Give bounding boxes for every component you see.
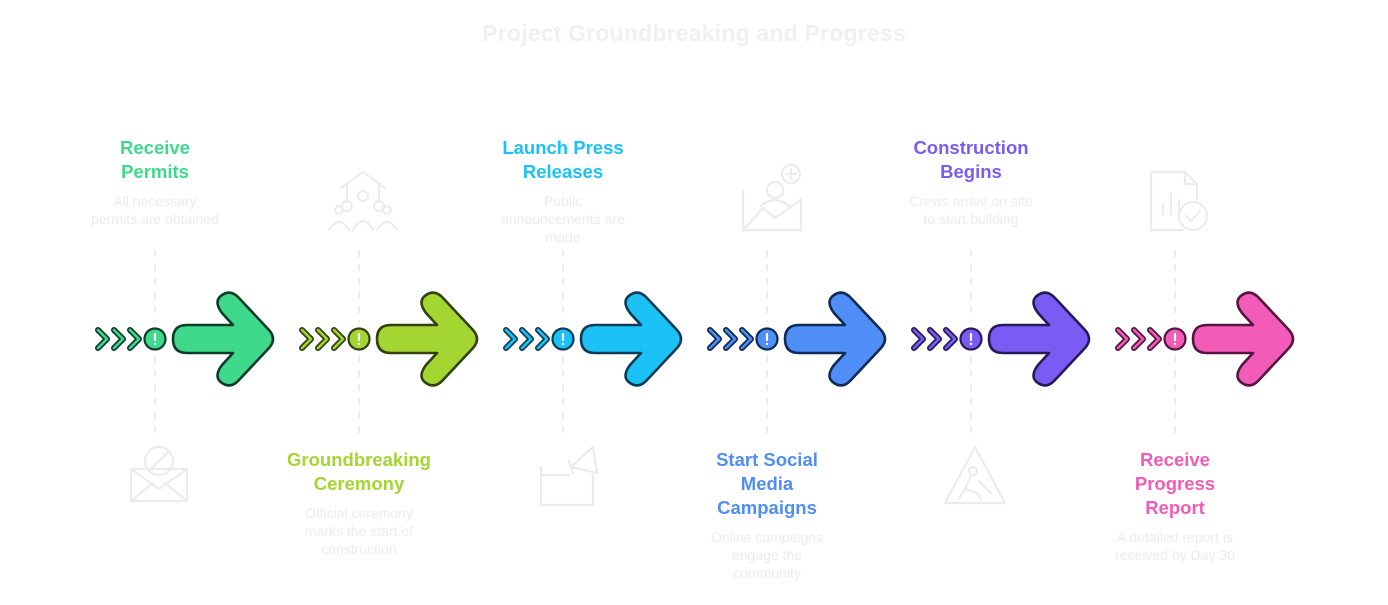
step-description-line: Official ceremony xyxy=(305,505,413,521)
step-description-line: construction xyxy=(321,541,397,557)
step-arrow xyxy=(987,291,1091,387)
chevron-inner xyxy=(944,328,957,350)
node-dot xyxy=(561,342,565,346)
step-5 xyxy=(911,250,1091,505)
step-description-line: All necessary xyxy=(113,193,197,209)
step-2 xyxy=(299,170,479,436)
chevron-inner xyxy=(128,328,141,350)
step-title-line: Groundbreaking xyxy=(287,449,431,470)
step-title-line: Releases xyxy=(522,161,604,182)
step-title-line: Launch Press xyxy=(502,137,624,158)
step-description-line: permits are obtained xyxy=(91,211,219,227)
chevrons xyxy=(95,327,142,351)
step-description: Official ceremony marks the start of const… xyxy=(279,504,439,558)
step-arrow xyxy=(171,291,275,387)
step-arrow xyxy=(1191,291,1295,387)
step-description-line: received by Day 30 xyxy=(1115,547,1235,563)
step-3 xyxy=(503,250,683,507)
chevron-inner xyxy=(708,328,721,350)
step-description: Online campaigns engage the community xyxy=(687,528,847,582)
chevron-inner xyxy=(316,328,329,350)
chevrons xyxy=(503,327,550,351)
chevron-inner xyxy=(724,328,737,350)
chevrons xyxy=(299,327,346,351)
chevron-inner xyxy=(1132,328,1145,350)
chevron-inner xyxy=(504,328,517,350)
step-description-line: announcements are xyxy=(501,211,625,227)
step-arrow xyxy=(375,291,479,387)
node-dot xyxy=(969,342,973,346)
step-title-line: Report xyxy=(1145,497,1205,518)
chevron-inner xyxy=(96,328,109,350)
chevron-inner xyxy=(536,328,549,350)
chevron-inner xyxy=(112,328,125,350)
node-dot xyxy=(1173,342,1177,346)
step-description-line: to start building xyxy=(923,211,1019,227)
step-description-line: A detailed report is xyxy=(1117,529,1233,545)
step-description-line: engage the xyxy=(731,547,803,563)
chevron-inner xyxy=(912,328,925,350)
step-description-line: community xyxy=(733,565,801,581)
step-title-line: Progress xyxy=(1134,473,1216,494)
megaphone-icon xyxy=(539,445,599,507)
chevron-inner xyxy=(520,328,533,350)
chevron-inner xyxy=(1148,328,1161,350)
node-dot xyxy=(153,342,157,346)
step-arrow xyxy=(783,291,887,387)
chevron-inner xyxy=(740,328,753,350)
step-6 xyxy=(1115,170,1295,436)
step-1 xyxy=(95,250,275,503)
construction-sign-icon xyxy=(943,445,1007,505)
envelope-blocked-icon xyxy=(129,445,189,503)
step-description: A detailed report is received by Day 30 xyxy=(1095,528,1255,564)
node-dot xyxy=(357,342,361,346)
step-title-line: Construction xyxy=(913,137,1029,158)
chevrons xyxy=(911,327,958,351)
step-title-line: Receive xyxy=(120,137,190,158)
step-title-line: Media xyxy=(740,473,794,494)
chevron-inner xyxy=(332,328,345,350)
chevrons xyxy=(1115,327,1162,351)
chevrons xyxy=(707,327,754,351)
step-description-line: Online campaigns xyxy=(710,529,824,545)
step-description-line: Public xyxy=(543,193,583,209)
step-4 xyxy=(707,163,887,436)
step-description: Crews arrive on site to start building xyxy=(891,192,1051,228)
step-arrow xyxy=(579,291,683,387)
step-title-line: Permits xyxy=(121,161,189,182)
diagram-title: Project Groundbreaking and Progress xyxy=(482,20,906,46)
step-title-line: Receive xyxy=(1140,449,1210,470)
node-dot xyxy=(765,342,769,346)
report-check-icon xyxy=(1149,170,1209,232)
ceremony-group-icon xyxy=(327,170,399,232)
step-title-line: Ceremony xyxy=(313,473,405,494)
step-description-line: Crews arrive on site xyxy=(909,193,1033,209)
step-title-line: Campaigns xyxy=(717,497,817,518)
chevron-inner xyxy=(1116,328,1129,350)
step-description-line: made xyxy=(545,229,581,245)
step-description-line: marks the start of xyxy=(304,523,414,539)
step-description: Public announcements are made xyxy=(483,192,643,246)
step-title-line: Start Social xyxy=(716,449,818,470)
step-title-line: Begins xyxy=(940,161,1002,182)
chevron-inner xyxy=(928,328,941,350)
mail-add-user-icon xyxy=(741,163,803,232)
step-description: All necessary permits are obtained xyxy=(75,192,235,228)
chevron-inner xyxy=(300,328,313,350)
